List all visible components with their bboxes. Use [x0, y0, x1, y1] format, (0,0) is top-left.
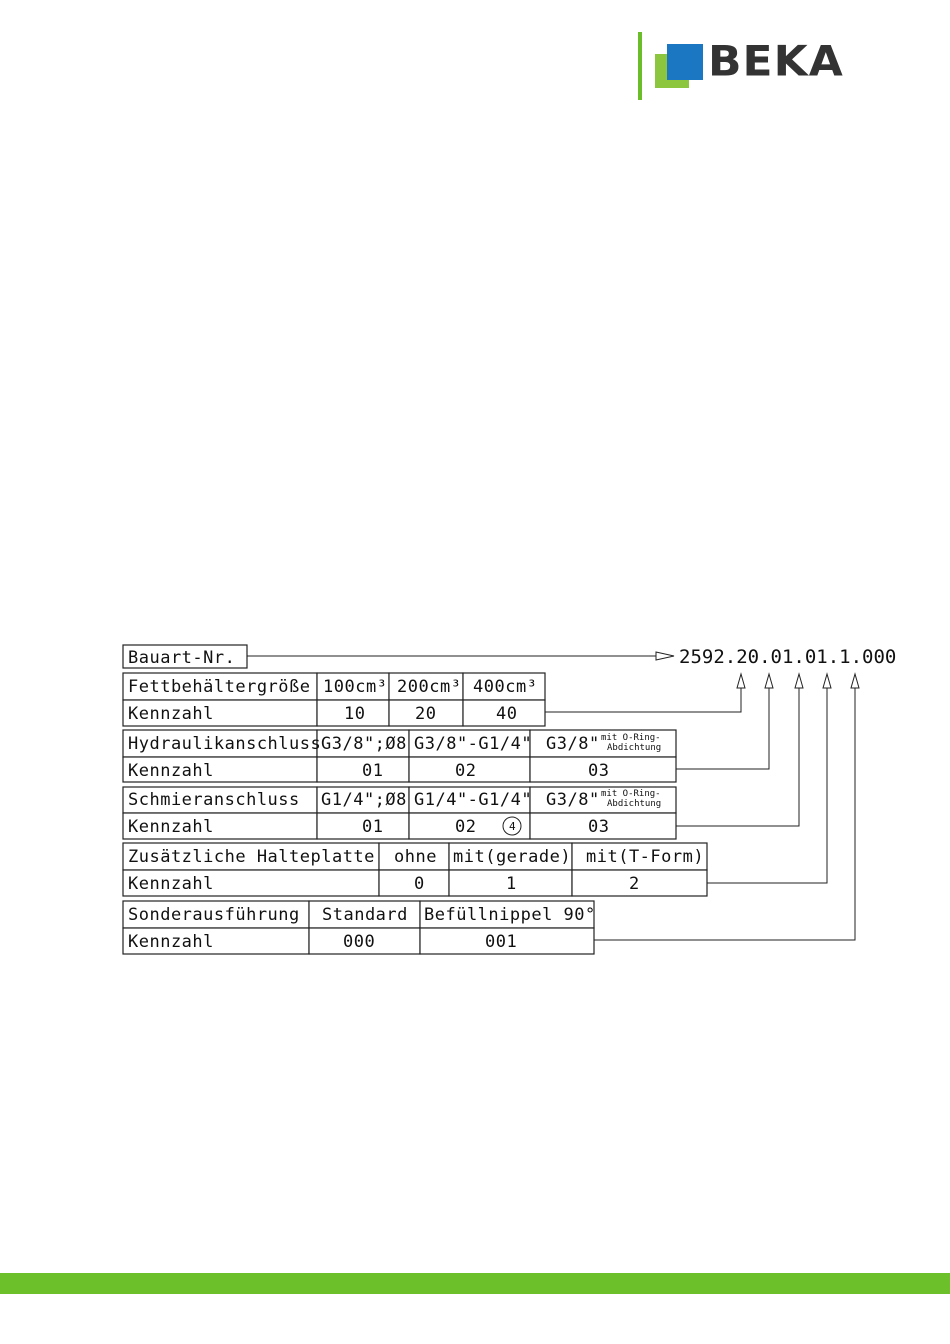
sonder-arrow: [850, 672, 860, 689]
hydraulik-option-3-note-2: Abdichtung: [607, 743, 661, 753]
note-marker-number: 4: [509, 820, 516, 833]
fett-arrow: [736, 672, 746, 689]
logo-blue-square: [667, 44, 703, 80]
fett-code-2: 20: [415, 704, 436, 724]
schmier-option-3-note-1: mit O-Ring-: [601, 789, 661, 799]
halteplatte-option-3: mit(T-Form): [586, 847, 704, 867]
hydraulik-kennzahl-label: Kennzahl: [128, 761, 214, 781]
fett-option-3: 400cm³: [473, 677, 537, 697]
fett-option-2: 200cm³: [397, 677, 461, 697]
sonder-code-1: 000: [343, 932, 375, 952]
halteplatte-kennzahl-label: Kennzahl: [128, 874, 214, 894]
halteplatte-header: Zusätzliche Halteplatte: [128, 847, 375, 867]
fett-code-3: 40: [496, 704, 517, 724]
order-code-value: 2592.20.01.01.1.000: [679, 646, 896, 668]
sonder-code-2: 001: [485, 932, 517, 952]
schmier-arrow: [794, 672, 804, 689]
schmier-option-1: G1/4";Ø8: [321, 790, 407, 810]
hydraulik-option-3: G3/8": [546, 734, 600, 754]
sonder-option-2: Befüllnippel 90°: [424, 905, 596, 925]
halteplatte-leader-line: [707, 686, 828, 884]
hydraulik-leader-line: [676, 686, 770, 770]
table-schmier: Schmieranschluss G1/4";Ø8 G1/4"-G1/4" G3…: [122, 786, 677, 840]
schmier-code-1: 01: [362, 817, 383, 837]
table-fett: Fettbehältergröße 100cm³ 200cm³ 400cm³ K…: [122, 672, 546, 727]
fett-leader-line: [545, 686, 742, 713]
fett-header: Fettbehältergröße: [128, 677, 311, 697]
hydraulik-option-1: G3/8";Ø8: [321, 734, 407, 754]
schmier-header: Schmieranschluss: [128, 790, 300, 810]
hydraulik-header: Hydraulikanschluss: [128, 734, 321, 754]
schmier-option-3: G3/8": [546, 790, 600, 810]
schmier-leader-line: [676, 686, 800, 827]
note-marker-circle: [502, 816, 522, 836]
bauart-arrow: [655, 651, 675, 661]
sonder-header: Sonderausführung: [128, 905, 300, 925]
schmier-option-3-note-2: Abdichtung: [607, 799, 661, 809]
table-sonder: Sonderausführung Standard Befüllnippel 9…: [122, 900, 596, 955]
table-hydraulik: Hydraulikanschluss G3/8";Ø8 G3/8"-G1/4" …: [122, 729, 677, 783]
sonder-kennzahl-label: Kennzahl: [128, 932, 214, 952]
table-halteplatte: Zusätzliche Halteplatte ohne mit(gerade)…: [122, 842, 708, 897]
schmier-kennzahl-label: Kennzahl: [128, 817, 214, 837]
sonder-option-1: Standard: [322, 905, 408, 925]
hydraulik-arrow: [764, 672, 774, 689]
fett-kennzahl-label: Kennzahl: [128, 704, 214, 724]
sonder-leader-line: [594, 686, 856, 941]
halteplatte-option-1: ohne: [394, 847, 437, 867]
halteplatte-option-2: mit(gerade): [453, 847, 571, 867]
logo-wordmark: BEKA: [708, 37, 844, 86]
footer-green-bar: [0, 1273, 950, 1294]
hydraulik-code-1: 01: [362, 761, 383, 781]
schmier-option-2: G1/4"-G1/4": [414, 790, 532, 810]
halteplatte-code-3: 2: [629, 874, 640, 894]
beka-logo: BEKA: [638, 32, 878, 102]
schmier-code-2: 02: [455, 817, 476, 837]
hydraulik-code-2: 02: [455, 761, 476, 781]
schmier-code-3: 03: [588, 817, 609, 837]
hydraulik-option-3-note-1: mit O-Ring-: [601, 733, 661, 743]
halteplatte-arrow: [822, 672, 832, 689]
hydraulik-option-2: G3/8"-G1/4": [414, 734, 532, 754]
fett-option-1: 100cm³: [323, 677, 387, 697]
hydraulik-code-3: 03: [588, 761, 609, 781]
bauart-label: Bauart-Nr.: [128, 648, 235, 668]
halteplatte-code-1: 0: [414, 874, 425, 894]
fett-code-1: 10: [344, 704, 365, 724]
halteplatte-code-2: 1: [506, 874, 517, 894]
logo-vertical-bar: [638, 32, 642, 100]
